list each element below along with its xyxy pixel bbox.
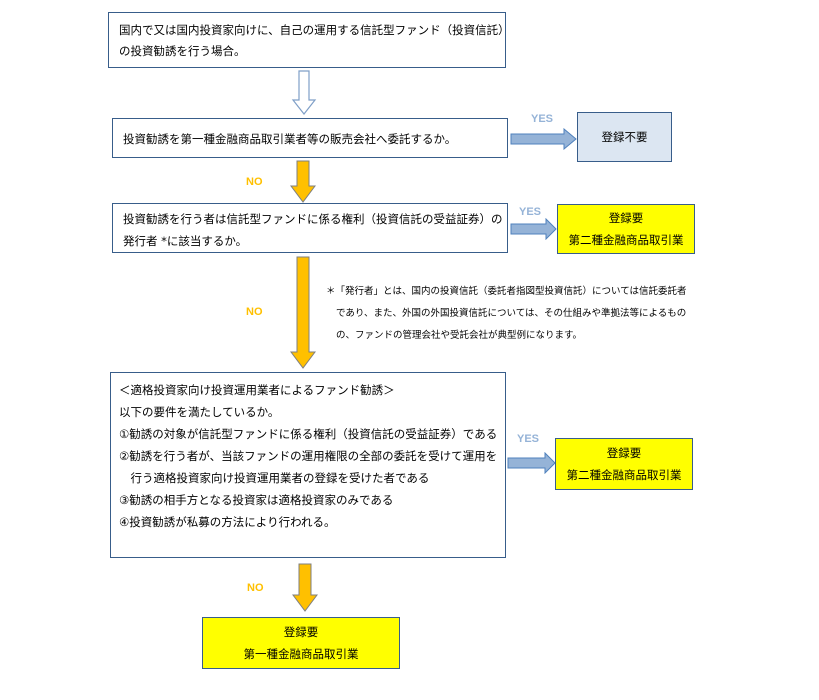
issuer-footnote: ＊「発行者」とは、国内の投資信託（委託者指図型投資信託）については信託委託者 で…: [326, 281, 687, 347]
question-3-req-3: ③勧誘の相手方となる投資家は適格投資家のみである: [119, 493, 394, 507]
footnote-line-2: であり、また、外国の外国投資信託については、その仕組みや準拠法等によるもの: [336, 308, 687, 319]
q3-yes-result-line-2: 第二種金融商品取引業: [566, 468, 682, 482]
question-3-heading: ＜適格投資家向け投資運用業者によるファンド勧誘＞: [119, 383, 395, 397]
q3-yes-label: YES: [517, 433, 540, 445]
q1-no-label: NO: [246, 176, 263, 188]
question-1-box: 投資勧誘を第一種金融商品取引業者等の販売会社へ委託するか。: [112, 118, 508, 158]
q2-yes-arrow: [510, 218, 557, 240]
hollow-down-arrow: [291, 70, 317, 115]
question-3-req-2: ②勧誘を行う者が、当該ファンドの運用権限の全部の委託を受けて運用を: [119, 449, 498, 463]
q1-yes-label: YES: [531, 113, 554, 125]
q3-no-result-line-2: 第一種金融商品取引業: [243, 647, 359, 661]
q3-result-type2-registration: 登録要 第二種金融商品取引業: [555, 438, 693, 490]
q1-no-arrow: [290, 160, 316, 203]
q2-no-arrow: [290, 256, 316, 369]
question-3-box: ＜適格投資家向け投資運用業者によるファンド勧誘＞ 以下の要件を満たしているか。 …: [110, 372, 506, 558]
q3-no-result-line-1: 登録要: [283, 625, 319, 639]
question-3-req-4: ④投資勧誘が私募の方法により行われる。: [119, 515, 336, 529]
q2-result-line-1: 登録要: [608, 211, 644, 225]
q3-yes-arrow: [507, 452, 556, 474]
q2-result-line-2: 第二種金融商品取引業: [568, 233, 684, 247]
q3-result-type1-registration: 登録要 第一種金融商品取引業: [202, 617, 400, 669]
q3-no-label: NO: [247, 582, 264, 594]
start-line-2: の投資勧誘を行う場合。: [119, 44, 246, 58]
start-line-1: 国内で又は国内投資家向けに、自己の運用する信託型ファンド（投資信託）: [119, 23, 510, 37]
question-3-req-1: ①勧誘の対象が信託型ファンドに係る権利（投資信託の受益証券）である: [119, 427, 498, 441]
q3-yes-result-line-1: 登録要: [606, 446, 642, 460]
question-3-intro: 以下の要件を満たしているか。: [119, 405, 280, 419]
q2-no-label: NO: [246, 306, 263, 318]
question-2-box: 投資勧誘を行う者は信託型ファンドに係る権利（投資信託の受益証券）の 発行者 *に…: [112, 203, 508, 253]
question-1-text: 投資勧誘を第一種金融商品取引業者等の販売会社へ委託するか。: [123, 132, 457, 146]
question-3-req-2-cont: 行う適格投資家向け投資運用業者の登録を受けた者である: [119, 471, 430, 485]
q3-no-arrow: [292, 563, 318, 612]
footnote-line-1: ＊「発行者」とは、国内の投資信託（委託者指図型投資信託）については信託委託者: [326, 286, 687, 297]
q1-result-text: 登録不要: [601, 130, 648, 144]
q1-result-no-registration: 登録不要: [577, 112, 672, 162]
q2-result-type2-registration: 登録要 第二種金融商品取引業: [557, 204, 695, 254]
question-2-line-1: 投資勧誘を行う者は信託型ファンドに係る権利（投資信託の受益証券）の: [123, 212, 503, 226]
question-2-line-2: 発行者 *に該当するか。: [123, 234, 248, 248]
q2-yes-label: YES: [519, 206, 542, 218]
footnote-line-3: の、ファンドの管理会社や受託会社が典型例になります。: [336, 330, 583, 341]
start-condition-box: 国内で又は国内投資家向けに、自己の運用する信託型ファンド（投資信託） の投資勧誘…: [108, 12, 510, 68]
q1-yes-arrow: [510, 128, 577, 150]
